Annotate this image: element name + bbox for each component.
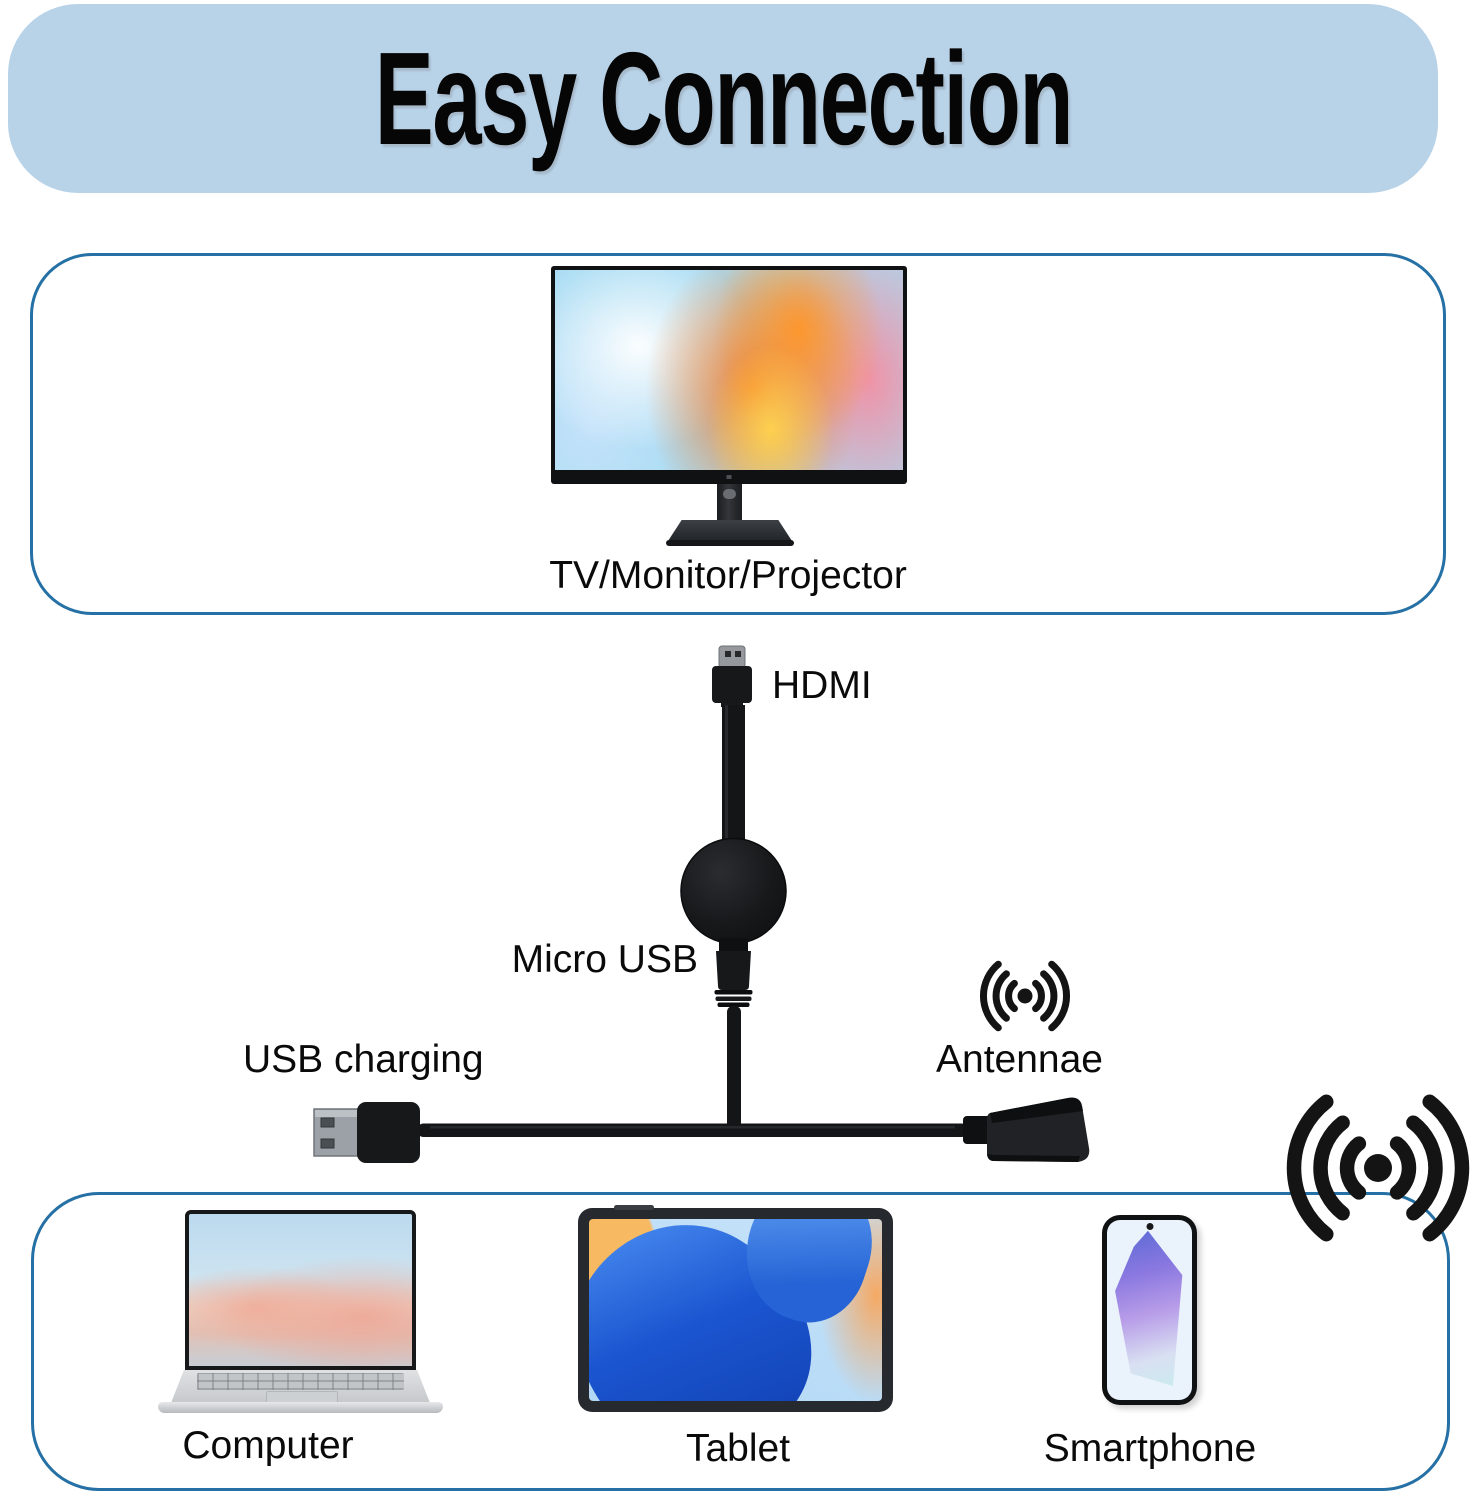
- monitor-stand-hole: [723, 489, 736, 499]
- smartphone-camera-dot: [1146, 1223, 1153, 1230]
- display-label: TV/Monitor/Projector: [549, 554, 907, 597]
- tablet-screen: [589, 1219, 882, 1401]
- wifi-signal-icon: [979, 960, 1071, 1032]
- computer-label: Computer: [182, 1424, 354, 1467]
- monitor-base-strip: [666, 540, 794, 546]
- dongle-puck: [680, 837, 787, 945]
- title-banner: Easy Connection: [8, 4, 1438, 193]
- smartphone-screen: [1107, 1220, 1192, 1400]
- micro-usb-cable: [727, 1006, 741, 1134]
- micro-usb-plug-icon: [714, 938, 753, 1007]
- smartphone-graphic: [1102, 1215, 1197, 1405]
- tablet-label: Tablet: [685, 1427, 791, 1470]
- page-title: Easy Connection: [374, 25, 1073, 172]
- hdmi-ribbon-highlight: [725, 705, 728, 847]
- hdmi-ribbon-cable: [722, 705, 745, 847]
- usb-female-port-icon: [963, 1097, 1090, 1162]
- usb-a-plug-icon: [313, 1102, 420, 1163]
- monitor-logo: [726, 475, 732, 479]
- laptop-base: [158, 1402, 443, 1413]
- usb-charging-label: USB charging: [243, 1038, 484, 1081]
- laptop-keyboard-deck: [171, 1370, 430, 1403]
- tablet-graphic: [578, 1205, 893, 1412]
- monitor-wallpaper: [555, 270, 903, 470]
- antennae-label: Antennae: [936, 1038, 1103, 1081]
- hdmi-label: HDMI: [772, 664, 872, 707]
- monitor-stand-base: [668, 520, 792, 541]
- laptop-keyboard: [197, 1373, 404, 1390]
- micro-usb-label: Micro USB: [511, 938, 698, 981]
- laptop-screen: [185, 1210, 416, 1370]
- split-cable: [417, 1123, 968, 1137]
- hdmi-plug-icon: [712, 645, 752, 707]
- smartphone-label: Smartphone: [1043, 1427, 1257, 1470]
- split-cable-highlight: [430, 1126, 955, 1129]
- tablet-buttons: [614, 1205, 654, 1210]
- laptop-graphic: [158, 1210, 443, 1413]
- smartphone-wallpaper-crystal: [1115, 1230, 1183, 1387]
- monitor-graphic: [551, 266, 907, 484]
